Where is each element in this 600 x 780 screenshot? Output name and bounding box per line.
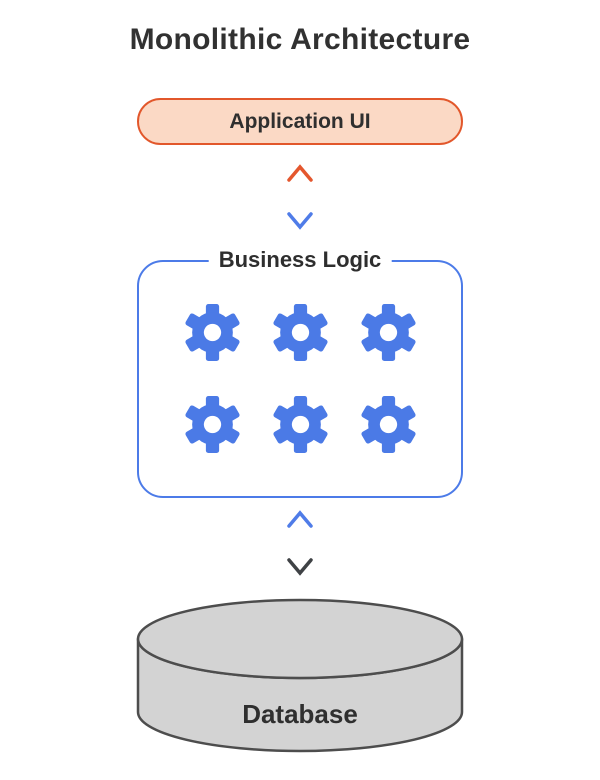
application-ui-label: Application UI — [229, 109, 371, 133]
diagram-title: Monolithic Architecture — [129, 23, 471, 56]
gear-icon — [184, 304, 240, 361]
arrow-up-head-icon — [287, 164, 313, 182]
gear-icon — [360, 396, 416, 453]
gear-icon — [184, 396, 240, 453]
gear-icon — [272, 396, 328, 453]
arrow-down-head-icon — [287, 558, 313, 576]
gears-grid — [139, 262, 461, 496]
gear-icon — [272, 304, 328, 361]
arrow-logic-to-db — [287, 510, 313, 576]
node-application-ui: Application UI — [137, 98, 463, 145]
arrow-up-head-icon — [287, 510, 313, 528]
node-database — [136, 598, 464, 753]
arrow-ui-to-logic — [287, 164, 313, 230]
node-business-logic: Business Logic — [137, 247, 463, 498]
gear-icon — [360, 304, 416, 361]
business-logic-label: Business Logic — [208, 247, 392, 273]
arrow-down-head-icon — [287, 212, 313, 230]
database-cylinder-top — [136, 598, 464, 680]
database-label: Database — [242, 699, 358, 729]
